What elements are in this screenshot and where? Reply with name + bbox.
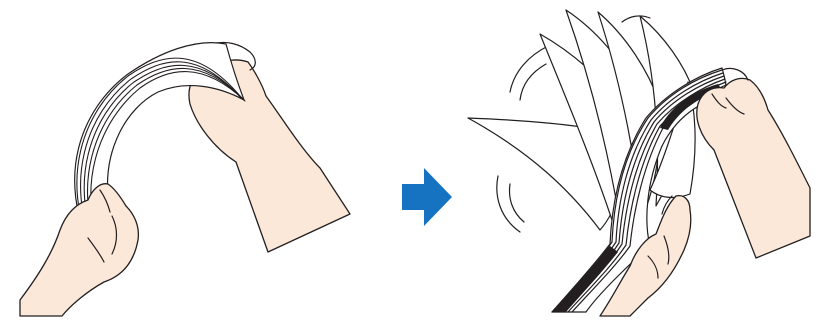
lower-left-hand [20,184,138,316]
fanned-paper-figure [468,10,810,316]
bend-paper-stack-figure [20,42,350,316]
right-arrow-icon [402,168,452,226]
upper-right-hand [697,78,810,258]
